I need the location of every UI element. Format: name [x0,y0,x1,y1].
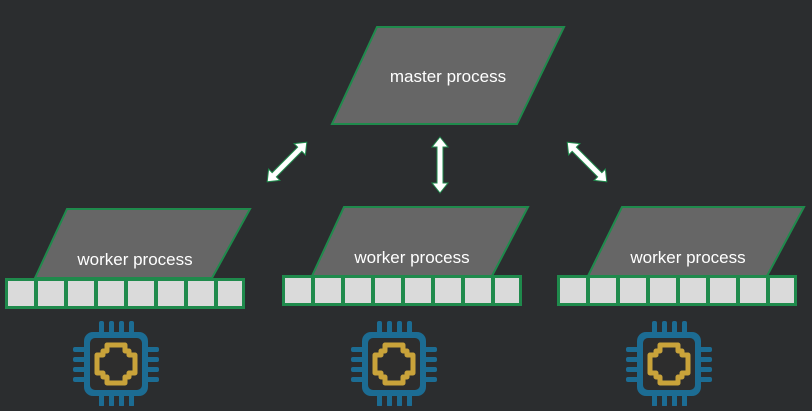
queue-cell [68,281,94,306]
queue-cell [740,278,766,303]
master-process-node: master process [330,26,566,125]
queue-cell [128,281,154,306]
queue-cell [770,278,794,303]
worker-process-label: worker process [353,248,469,267]
event-queue-3 [557,275,797,306]
connection-arrows [266,136,608,194]
worker-process-label: worker process [629,248,745,267]
queue-cell [8,281,34,306]
worker-process-node-1: worker process [33,208,252,279]
queue-cell [650,278,676,303]
queue-cell [315,278,341,303]
cpu-chip-icon [351,321,437,406]
queue-cell [38,281,64,306]
queue-cell [620,278,646,303]
master-process-label: master process [390,67,506,86]
queue-cell [405,278,431,303]
queue-cell [465,278,491,303]
queue-cell [188,281,214,306]
queue-cell [710,278,736,303]
queue-cell [98,281,124,306]
queue-cell [590,278,616,303]
queue-cell [560,278,586,303]
queue-cell [435,278,461,303]
queue-cell [158,281,184,306]
double-arrow-icon [566,141,608,183]
queue-cell [345,278,371,303]
cpu-chip-icon [73,321,159,406]
queue-cell [285,278,311,303]
worker-process-node-2: worker process [310,206,530,277]
double-arrow-icon [430,136,450,194]
queue-cell [680,278,706,303]
queue-cell [218,281,242,306]
master-process-shape [330,26,566,125]
worker-process-node-3: worker process [586,206,806,277]
worker-process-label: worker process [76,250,192,269]
queue-cell [495,278,519,303]
cpu-chip-icon [626,321,712,406]
event-queue-1 [5,278,245,309]
queue-cell [375,278,401,303]
event-queue-2 [282,275,522,306]
double-arrow-icon [266,141,308,183]
